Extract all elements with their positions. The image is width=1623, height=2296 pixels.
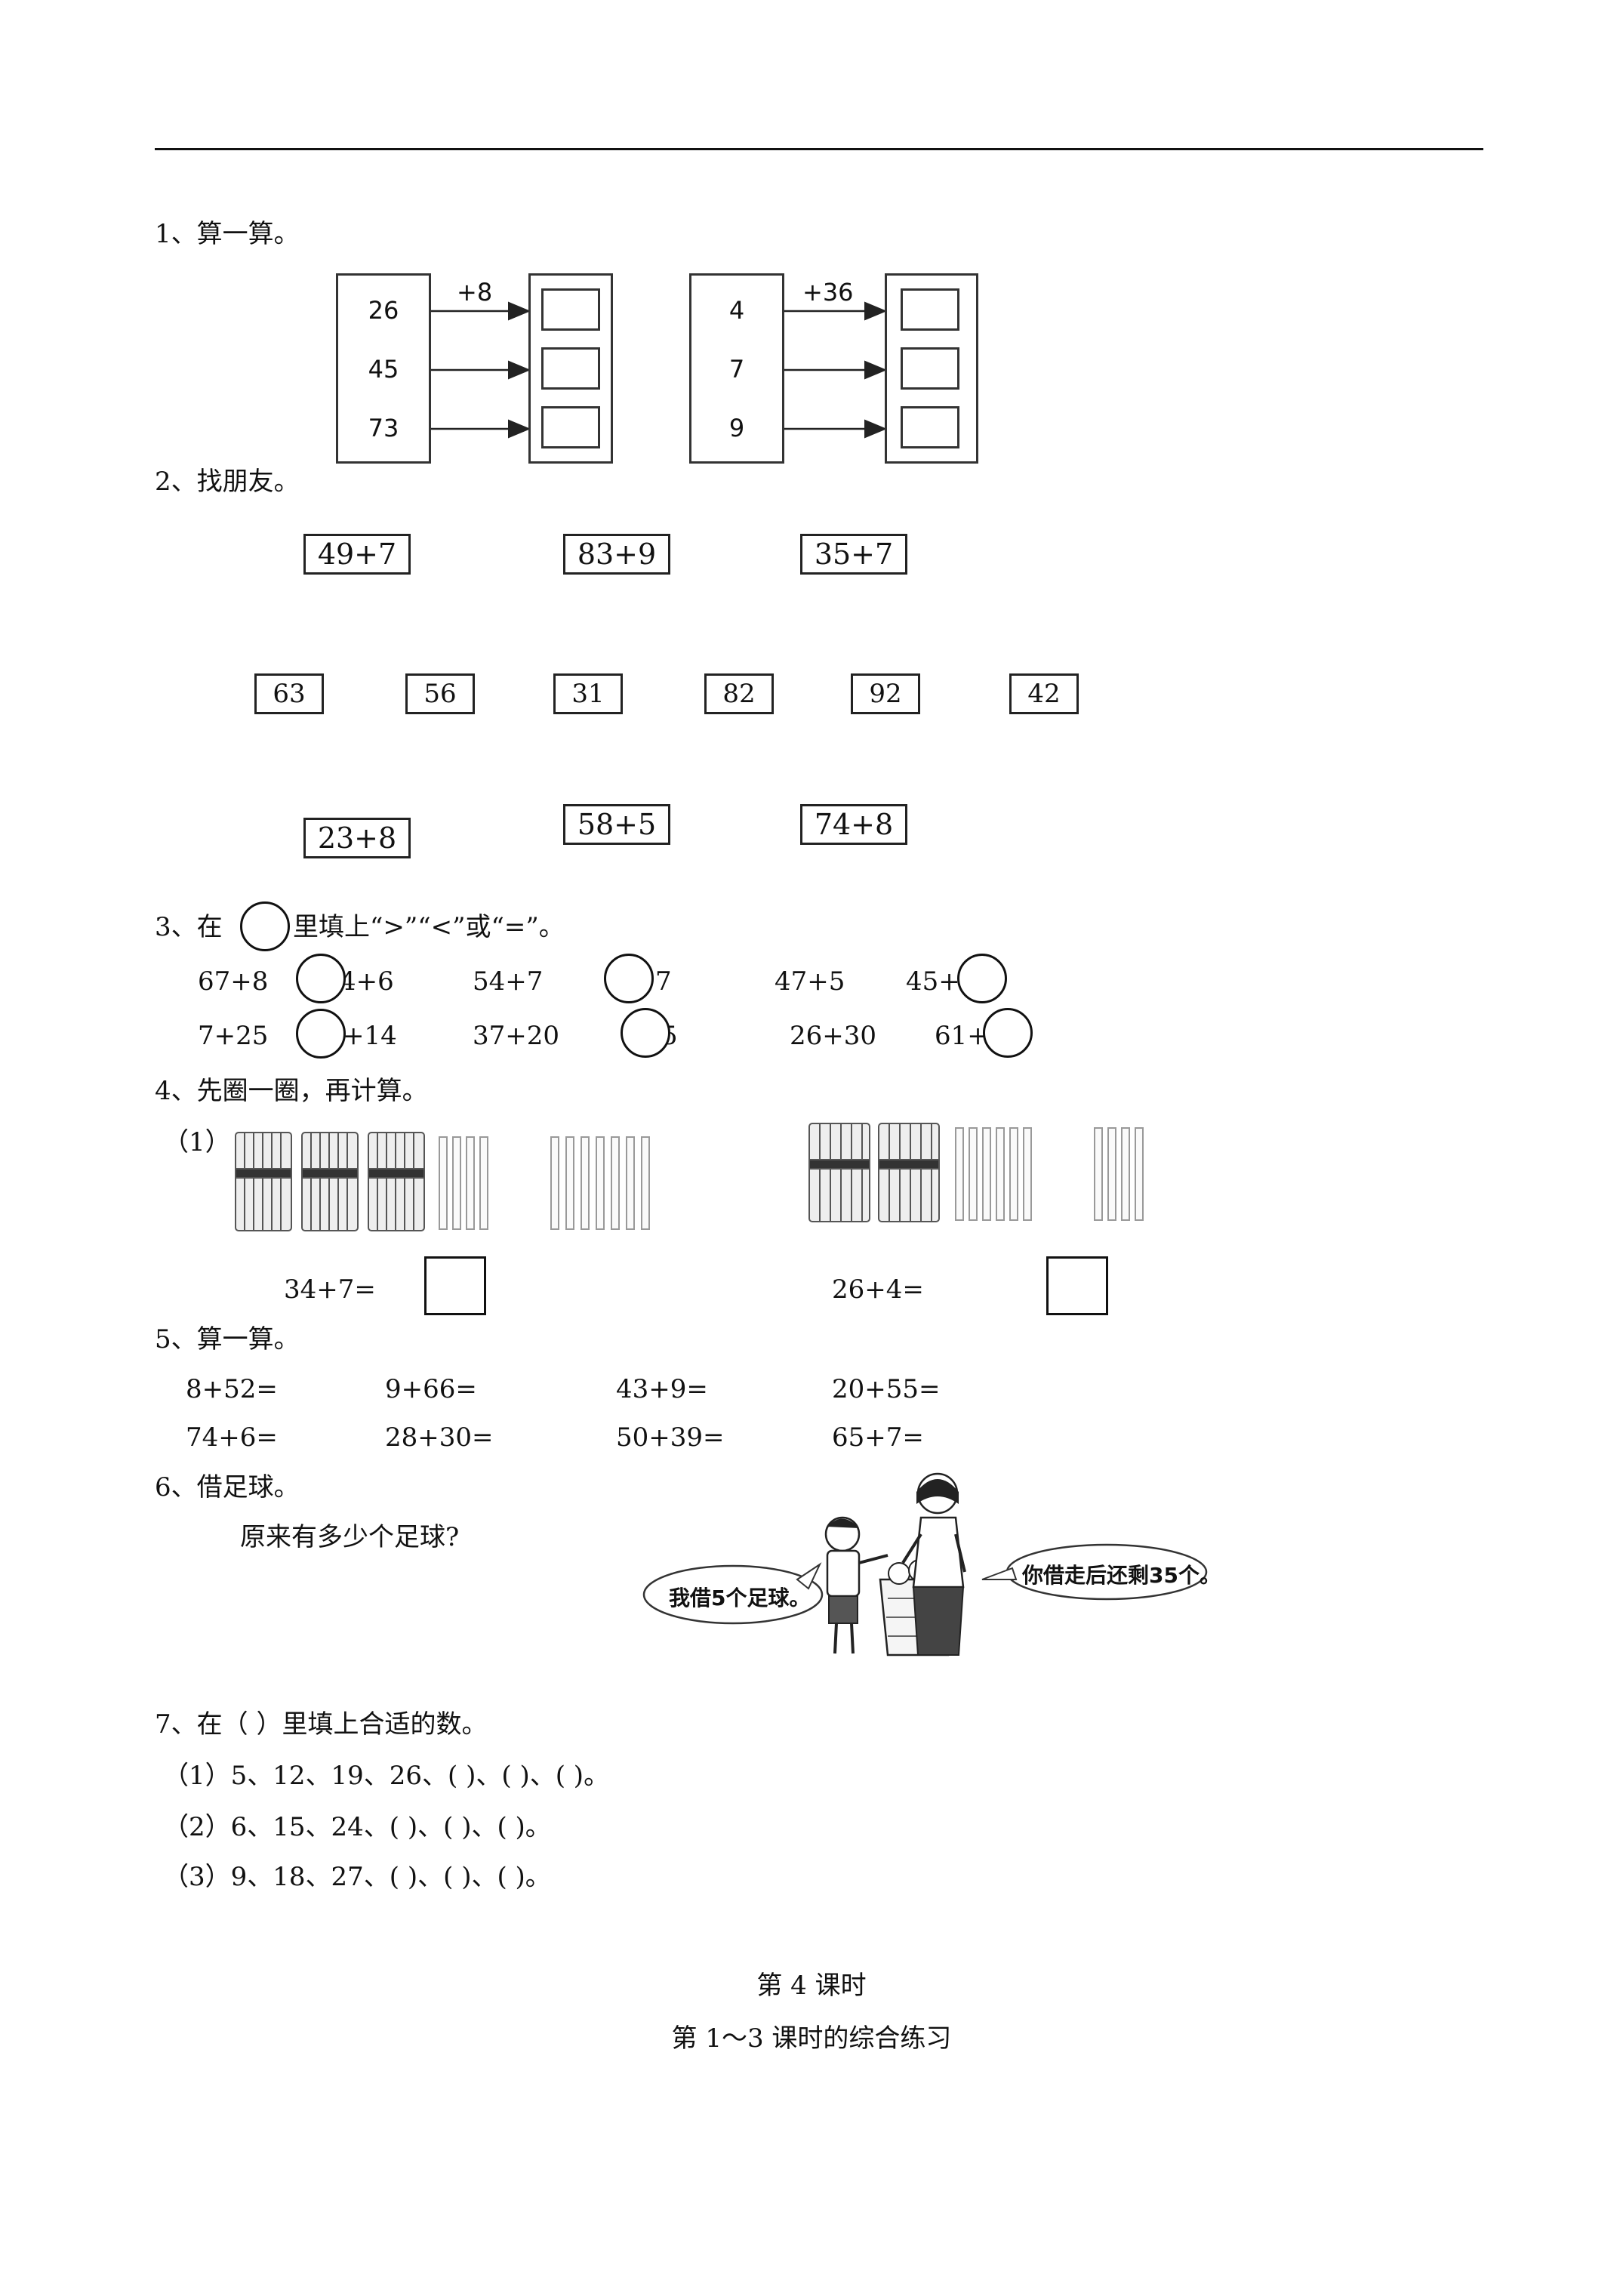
q5-title: 5、算一算。 [155,1324,300,1354]
q1-left-answer-box[interactable] [541,347,600,390]
q5-expression: 8+52= [186,1374,278,1404]
q3-expression: 7 [655,966,672,997]
q1-left-num: 45 [368,355,399,384]
q2-number-box: 92 [851,673,920,714]
q4-sub-label: （1） [163,1127,231,1157]
q1-left-answer-box[interactable] [541,406,600,448]
lesson-subtitle: 第 1～3 课时的综合练习 [671,2023,952,2054]
q2-title: 2、找朋友。 [155,467,300,497]
q3-compare-circle[interactable] [621,1008,670,1058]
q3-expression: 47+5 [775,966,845,997]
q2-top-expression: 83+9 [563,534,670,575]
q1-left-operator: +8 [457,278,493,307]
q1-left-source-column [336,273,431,464]
q3-expression: 4+6 [340,966,394,997]
q1-title: 1、算一算。 [155,219,300,249]
q2-bottom-expression: 23+8 [303,818,411,858]
woman-figure [901,1472,966,1656]
q7-title: 7、在（ ）里填上合适的数。 [155,1709,488,1740]
q7-sequence-line: （2）6、15、24、( )、( )、( )。 [163,1812,551,1842]
stick-bundle [235,1132,292,1231]
q3-compare-circle[interactable] [983,1008,1033,1058]
q4-left-sticks-illustration [235,1132,650,1231]
q7-sequence-line: （1）5、12、19、26、( )、( )、( )。 [163,1761,610,1791]
q1-right-num: 4 [728,296,745,325]
q1-right-source-column [689,273,784,464]
q4-left-equation: 34+7= [284,1274,376,1305]
q1-left-num: 26 [368,296,399,325]
q1-right-num: 7 [728,355,745,384]
q3-compare-circle[interactable] [957,954,1007,1003]
q3-expression: 67+8 [198,966,269,997]
q2-top-expression: 35+7 [800,534,907,575]
boy-figure [824,1516,888,1654]
q1-right-answer-box[interactable] [901,288,959,331]
q1-right-num: 9 [728,414,745,442]
q3-expression: +14 [343,1021,397,1051]
stick-bundle [878,1123,940,1222]
q1-left-arrows [431,301,887,439]
q1-right-operator: +36 [802,278,854,307]
q2-number-box: 63 [254,673,324,714]
stick-bundle [301,1132,359,1231]
q3-expression: 61+ [935,1021,989,1051]
q1-right-result-column [885,273,978,464]
q3-expression: 45+ [906,966,960,997]
q3-title-prefix: 3、在 [155,912,223,942]
q6-title: 6、借足球。 [155,1472,300,1502]
q3-expression: 37+20 [473,1021,560,1051]
q7-sequence-line: （3）9、18、27、( )、( )、( )。 [163,1862,551,1892]
q4-right-sticks-illustration [808,1123,1144,1222]
q2-number-box: 42 [1009,673,1079,714]
q2-number-box: 31 [553,673,623,714]
q2-bottom-expression: 74+8 [800,804,907,845]
q2-top-expression: 49+7 [303,534,411,575]
stick-bundle [808,1123,870,1222]
q6-illustration [642,1472,1208,1657]
q5-expression: 43+9= [616,1374,708,1404]
q1-right-answer-box[interactable] [901,347,959,390]
q4-left-answer-box[interactable] [424,1256,486,1315]
q5-expression: 20+55= [832,1374,941,1404]
q6-woman-speech: 你借走后还剩35个。 [1022,1563,1221,1588]
q5-expression: 28+30= [385,1422,494,1453]
q3-compare-circle[interactable] [296,954,346,1003]
q3-expression: 26+30 [790,1021,877,1051]
q6-question: 原来有多少个足球? [240,1522,460,1552]
q1-left-answer-box[interactable] [541,288,600,331]
q3-title-suffix: 里填上“>”“<”或“=”。 [293,912,565,942]
q3-expression: 54+7 [473,966,544,997]
header-rule [155,148,1483,150]
q5-expression: 65+7= [832,1422,924,1453]
q1-right-answer-box[interactable] [901,406,959,448]
q4-title: 4、先圈一圈，再计算。 [155,1076,428,1106]
q4-right-answer-box[interactable] [1046,1256,1108,1315]
q3-compare-circle[interactable] [296,1009,346,1059]
q4-right-equation: 26+4= [832,1274,924,1305]
q2-number-box: 56 [405,673,475,714]
q3-title-circle [240,901,290,951]
q2-number-box: 82 [704,673,774,714]
q6-boy-speech: 我借5个足球。 [669,1586,811,1610]
q3-expression: 7+25 [198,1021,269,1051]
q5-expression: 74+6= [186,1422,278,1453]
lesson-number: 第 4 课时 [756,1971,867,2001]
stick-bundle [368,1132,425,1231]
q1-left-result-column [528,273,613,464]
q3-compare-circle[interactable] [604,954,654,1003]
q5-expression: 50+39= [616,1422,725,1453]
q2-bottom-expression: 58+5 [563,804,670,845]
q5-expression: 9+66= [385,1374,477,1404]
q1-left-num: 73 [368,414,399,442]
